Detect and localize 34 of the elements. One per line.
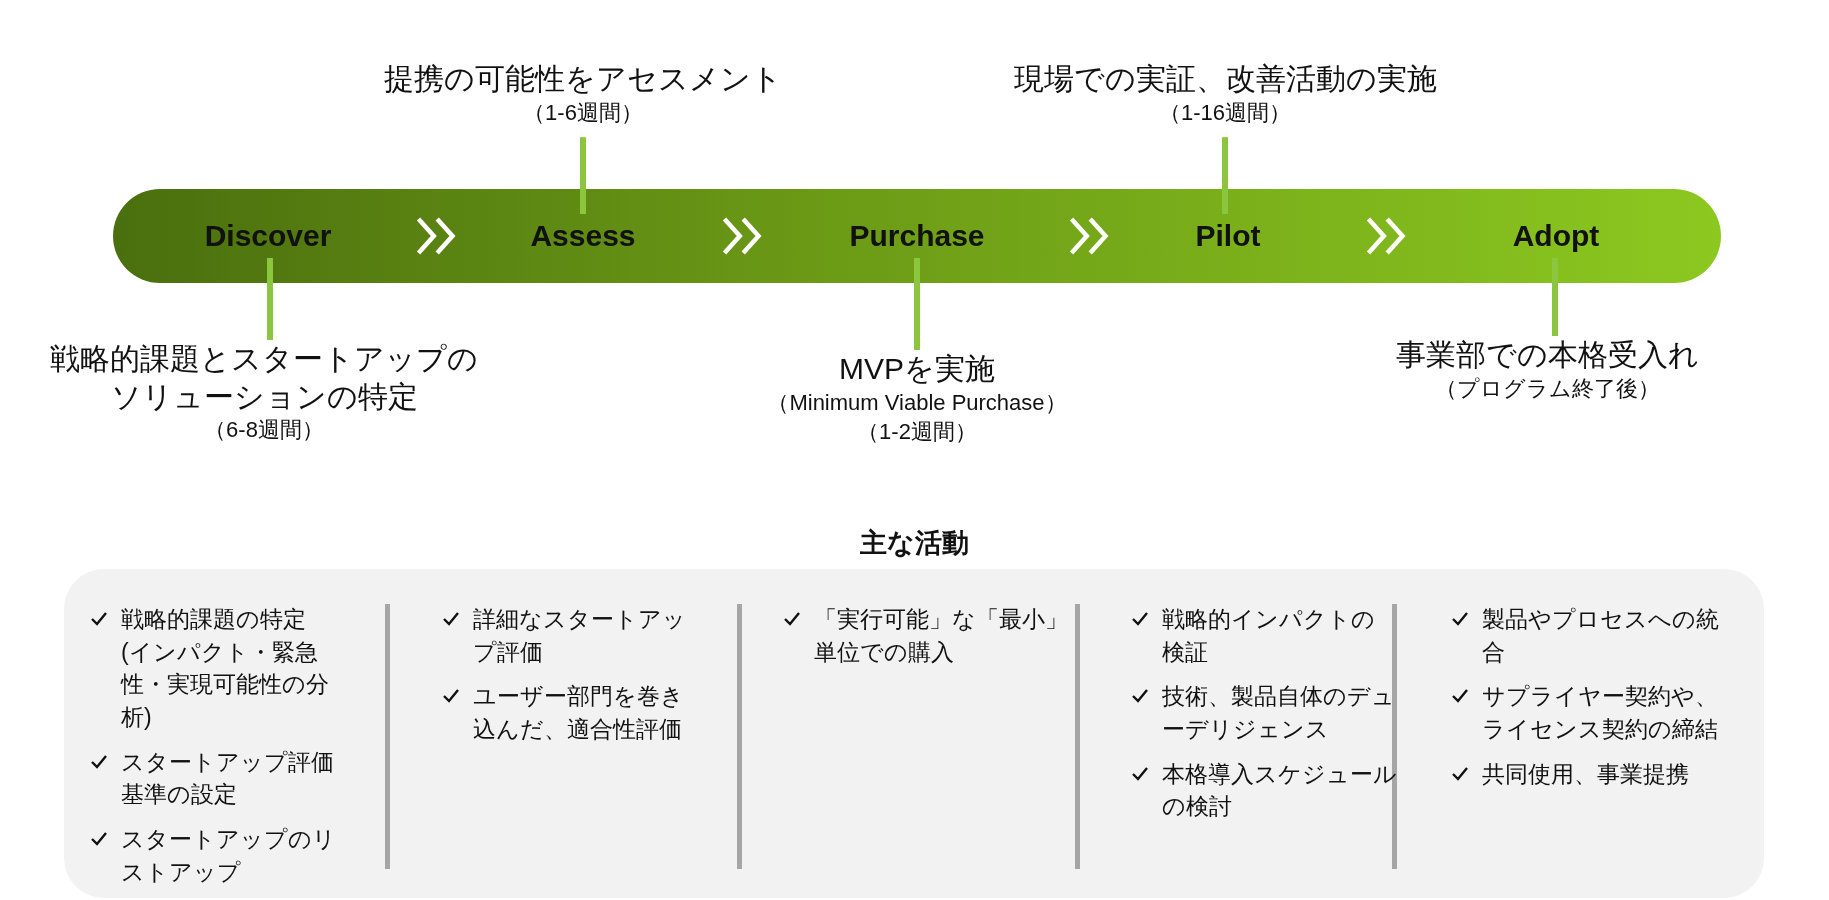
activity-text: 本格導入スケジュールの検討 <box>1162 759 1397 822</box>
stage-description: 事業部での本格受入れ <box>1394 337 1700 373</box>
connector-line <box>914 258 920 350</box>
duration-note: （1-6週間） <box>522 98 644 127</box>
duration-note: （1-16週間） <box>1157 98 1292 127</box>
connector-line <box>580 137 586 214</box>
activity-text: 製品やプロセスへの統合 <box>1482 605 1720 667</box>
stage-label: Assess <box>533 214 633 258</box>
connector-line <box>1222 137 1228 214</box>
activity-text: 戦略的課題の特定(インパクト・緊急性・実現可能性の分析) <box>121 605 330 732</box>
connector-line <box>267 258 273 340</box>
activity-text: 「実行可能」な「最小」単位での購入 <box>814 605 1069 667</box>
stage-label: Pilot <box>1193 214 1263 258</box>
activity-text: 共同使用、事業提携 <box>1482 759 1690 789</box>
activity-text: スタートアップ評価基準の設定 <box>121 747 335 810</box>
activity-text: ユーザー部門を巻き込んだ、適合性評価 <box>473 682 685 744</box>
stage-label: Discover <box>198 214 338 258</box>
activity-text: 戦略的インパクトの検証 <box>1162 605 1376 667</box>
duration-note: （プログラム終了後） <box>1433 374 1661 403</box>
activity-text: サプライヤー契約や、ライセンス契約の締結 <box>1482 682 1719 744</box>
stage-description: 現場での実証、改善活動の実施 <box>1012 61 1438 97</box>
stage-description: 提携の可能性をアセスメント <box>383 61 783 97</box>
stage-description: MVPを実施 <box>838 351 996 387</box>
activity-text: 技術、製品自体のデューデリジェンス <box>1162 682 1396 744</box>
connector-line <box>1552 258 1558 336</box>
stage-description: 戦略的課題とスタートアップのソリューションの特定 <box>49 341 479 415</box>
stage-label: Adopt <box>1508 214 1604 258</box>
panel-heading: 主な活動 <box>858 527 970 560</box>
duration-note: （Minimum Viable Purchase） <box>766 388 1068 417</box>
duration-note: （1-2週間） <box>856 418 978 447</box>
activity-text: スタートアップのリストアップ <box>121 824 337 887</box>
activity-text: 詳細なスタートアップ評価 <box>473 605 687 667</box>
stage-label: Purchase <box>850 214 984 258</box>
duration-note: （6-8週間） <box>203 416 325 444</box>
